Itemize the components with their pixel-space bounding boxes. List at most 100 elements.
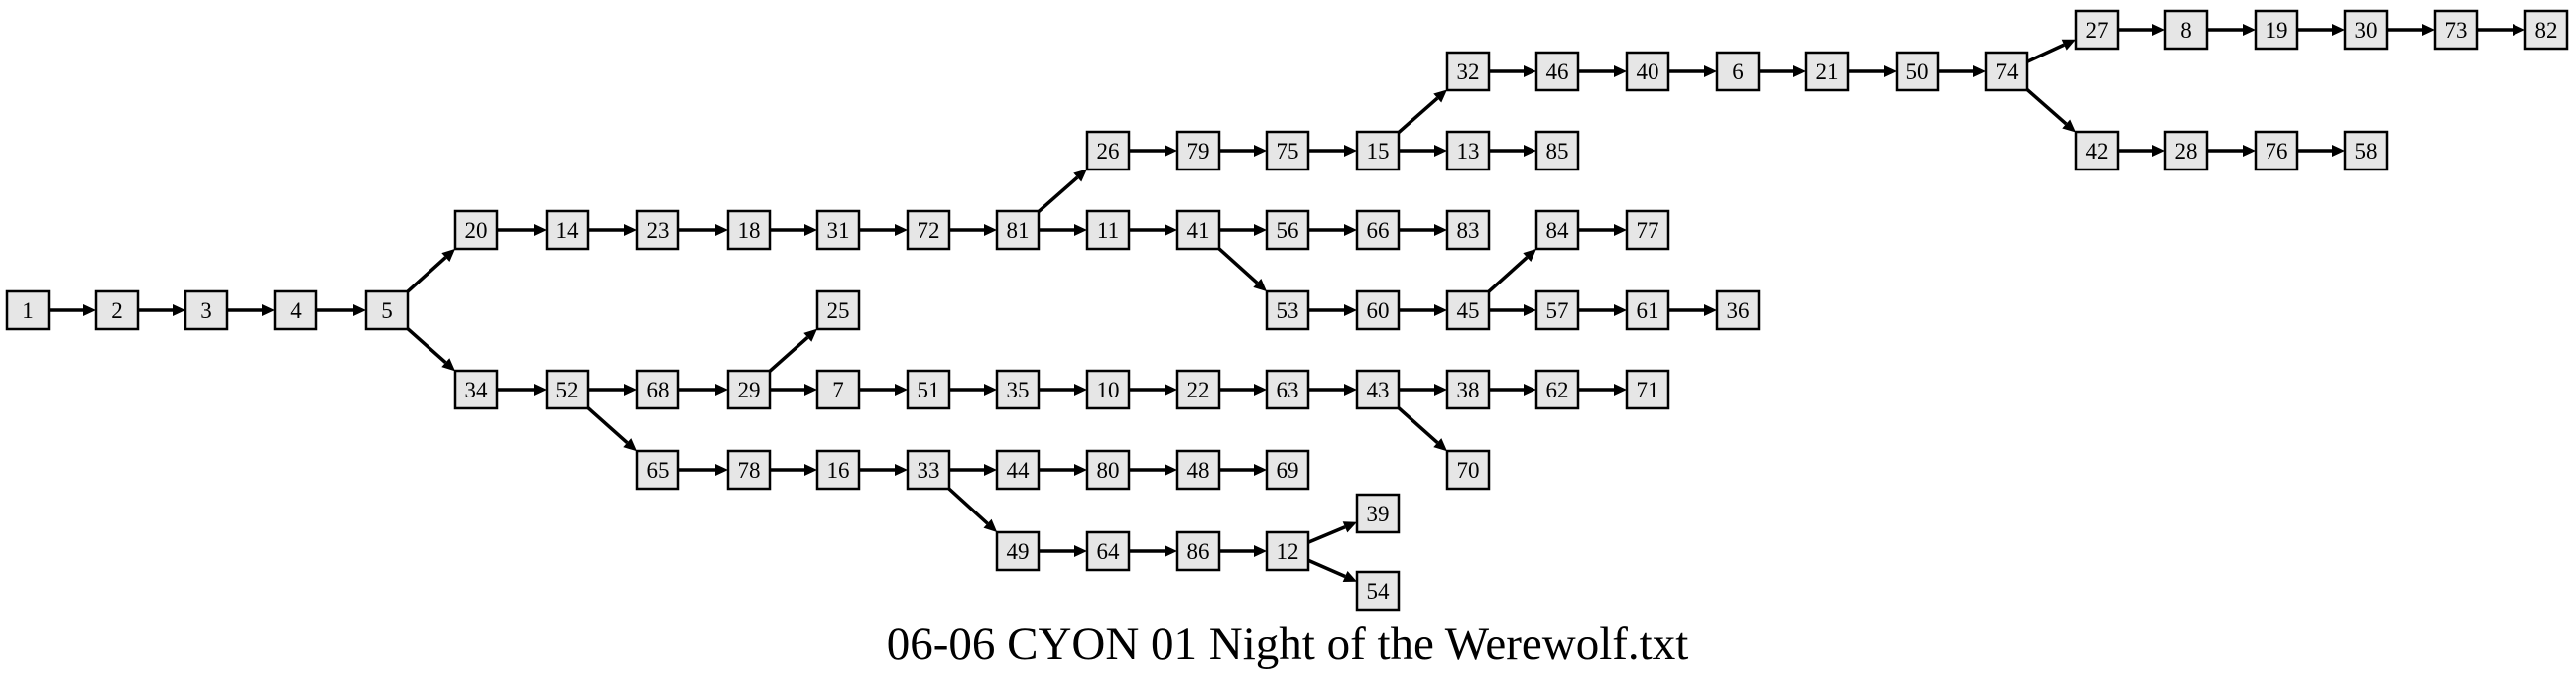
arrowhead — [1704, 65, 1717, 77]
node-label: 38 — [1457, 378, 1480, 402]
node-79: 79 — [1175, 130, 1221, 171]
node-label: 35 — [1007, 378, 1030, 402]
edge-21-50 — [1848, 65, 1897, 77]
node-box — [1265, 449, 1310, 491]
edge-61-36 — [1668, 304, 1717, 316]
node-label: 44 — [1007, 458, 1031, 483]
node-45: 45 — [1445, 289, 1491, 331]
node-label: 62 — [1546, 378, 1569, 402]
arrowhead — [2152, 24, 2165, 36]
node-label: 2 — [111, 298, 123, 323]
node-box — [364, 289, 410, 331]
edge-53-60 — [1308, 304, 1357, 316]
arrowhead — [2513, 24, 2525, 36]
node-54: 54 — [1355, 570, 1401, 612]
node-box — [1175, 130, 1221, 171]
arrowhead — [1342, 521, 1357, 533]
node-label: 39 — [1367, 502, 1390, 526]
node-label: 3 — [200, 298, 212, 323]
node-box — [453, 369, 499, 410]
arrowhead — [2152, 145, 2165, 157]
node-label: 80 — [1097, 458, 1120, 483]
node-56: 56 — [1265, 209, 1310, 251]
arrowhead — [1073, 169, 1087, 182]
node-75: 75 — [1265, 130, 1310, 171]
arrowhead — [1344, 224, 1357, 236]
node-65: 65 — [635, 449, 680, 491]
node-label: 7 — [832, 378, 844, 402]
edge-29-7 — [770, 384, 817, 396]
node-32: 32 — [1445, 51, 1491, 92]
arrowhead — [1614, 304, 1627, 316]
node-box — [635, 369, 680, 410]
node-42: 42 — [2074, 130, 2120, 171]
node-box — [1445, 209, 1491, 251]
node-box — [726, 369, 772, 410]
node-27: 27 — [2074, 9, 2120, 51]
arrowhead — [984, 464, 997, 476]
arrowhead — [1254, 384, 1267, 396]
arrowhead — [895, 464, 908, 476]
edge-18-31 — [770, 224, 817, 236]
arrowhead — [1973, 65, 1986, 77]
node-85: 85 — [1534, 130, 1580, 171]
arrowhead — [1524, 304, 1536, 316]
node-label: 45 — [1457, 298, 1480, 323]
node-box — [635, 209, 680, 251]
node-box — [2433, 9, 2479, 51]
node-5: 5 — [364, 289, 410, 331]
node-38: 38 — [1445, 369, 1491, 410]
node-label: 10 — [1097, 378, 1120, 402]
edge-line — [2026, 43, 2065, 63]
node-label: 77 — [1637, 218, 1659, 243]
node-18: 18 — [726, 209, 772, 251]
edge-49-64 — [1039, 545, 1087, 557]
edge-80-48 — [1129, 464, 1177, 476]
node-81: 81 — [995, 209, 1041, 251]
node-box — [2523, 9, 2569, 51]
edge-38-62 — [1489, 384, 1536, 396]
edge-62-71 — [1578, 384, 1627, 396]
node-77: 77 — [1625, 209, 1670, 251]
node-label: 13 — [1457, 139, 1480, 164]
edge-81-11 — [1039, 224, 1087, 236]
edge-65-78 — [678, 464, 728, 476]
node-label: 68 — [647, 378, 670, 402]
edge-line — [1487, 256, 1529, 293]
node-box — [815, 369, 861, 410]
edge-52-68 — [588, 384, 637, 396]
node-label: 16 — [827, 458, 850, 483]
node-box — [2343, 9, 2389, 51]
node-label: 19 — [2266, 18, 2288, 43]
node-box — [2343, 130, 2389, 171]
arrowhead — [353, 304, 366, 316]
edge-12-39 — [1307, 521, 1357, 544]
node-30: 30 — [2343, 9, 2389, 51]
edge-26-79 — [1129, 145, 1177, 157]
edge-line — [768, 335, 809, 373]
edge-81-26 — [1037, 169, 1087, 213]
arrowhead — [534, 224, 547, 236]
node-label: 85 — [1546, 139, 1569, 164]
node-6: 6 — [1715, 51, 1761, 92]
arrowhead — [1074, 545, 1087, 557]
node-74: 74 — [1984, 51, 2029, 92]
node-box — [5, 289, 51, 331]
node-label: 36 — [1727, 298, 1750, 323]
node-label: 27 — [2086, 18, 2109, 43]
edge-line — [1307, 525, 1346, 544]
node-label: 65 — [647, 458, 670, 483]
node-box — [1085, 209, 1131, 251]
node-box — [995, 369, 1041, 410]
node-label: 5 — [381, 298, 393, 323]
edge-40-6 — [1668, 65, 1717, 77]
node-box — [1355, 130, 1401, 171]
node-61: 61 — [1625, 289, 1670, 331]
edge-43-38 — [1399, 384, 1447, 396]
node-label: 1 — [22, 298, 34, 323]
edge-3-4 — [227, 304, 275, 316]
arrowhead — [1614, 384, 1627, 396]
arrowhead — [1074, 464, 1087, 476]
edge-30-73 — [2387, 24, 2435, 36]
node-66: 66 — [1355, 209, 1401, 251]
